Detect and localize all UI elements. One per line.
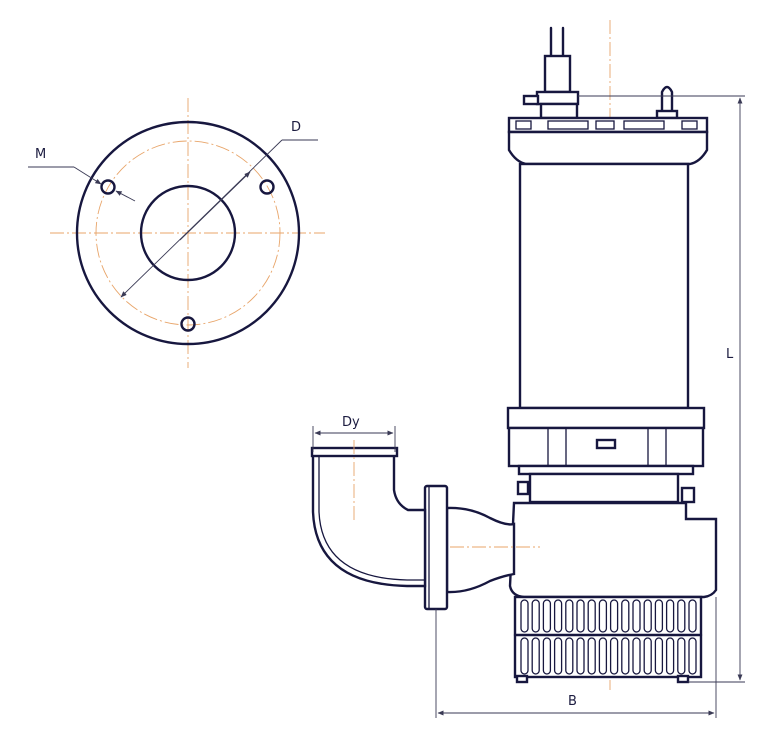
strainer-slot	[520, 637, 529, 675]
outlet-neck	[445, 506, 516, 594]
collar-bolts-ring	[517, 464, 695, 476]
strainer-basket	[513, 595, 703, 679]
label-b: B	[568, 694, 577, 709]
strainer-slot	[677, 637, 686, 675]
strainer-slot	[609, 599, 619, 633]
strainer-slot	[621, 599, 630, 633]
strainer-slot	[553, 637, 563, 675]
motor-housing	[518, 162, 690, 410]
strainer-slot	[654, 599, 664, 633]
m-leader-arrow	[73, 166, 102, 185]
mid-collar-top	[506, 406, 706, 430]
bolt-hole-right	[259, 179, 275, 195]
top-cover-flange	[507, 116, 709, 134]
strainer-slot	[688, 599, 697, 633]
foot-left	[515, 674, 529, 684]
strainer-slot	[565, 637, 574, 675]
pump-side-view	[310, 20, 718, 690]
strainer-slot	[609, 637, 619, 675]
flange-view: M D	[28, 98, 325, 368]
cover-slot-5	[681, 120, 698, 130]
seal-chamber	[528, 472, 680, 504]
strainer-slot	[643, 599, 652, 633]
strainer-slot	[576, 599, 585, 633]
strainer-slot	[688, 637, 697, 675]
strainer-slot	[576, 637, 585, 675]
strainer-slot	[665, 637, 675, 675]
strainer-slot	[520, 599, 529, 633]
flange-bore	[139, 184, 237, 282]
strainer-slot	[632, 599, 641, 633]
pump-casing	[508, 501, 718, 599]
d-dimension-arrow-2	[179, 171, 251, 241]
cover-slot-4	[623, 120, 665, 130]
elbow-inner-wall	[318, 457, 425, 581]
cable-clamp-screw	[522, 94, 540, 106]
strainer-slot	[654, 637, 664, 675]
cable-entry-base	[539, 102, 579, 120]
strainer-slot	[621, 637, 630, 675]
foot-right	[676, 674, 690, 684]
cover-slot-3	[595, 120, 615, 130]
cover-slot-2	[547, 120, 589, 130]
strainer-slot	[531, 637, 540, 675]
strainer-slots	[520, 599, 697, 675]
flange-outer-circle	[75, 120, 301, 346]
strainer-slot	[565, 599, 574, 633]
m-leader-arrow-2	[115, 190, 136, 202]
strainer-slot	[531, 599, 540, 633]
strainer-slot	[598, 637, 608, 675]
strainer-slot	[677, 599, 686, 633]
lifting-eye	[660, 85, 674, 120]
label-d: D	[291, 120, 301, 135]
outlet-flange	[423, 484, 449, 611]
strainer-slot	[632, 637, 641, 675]
collar-plate	[595, 438, 617, 450]
strainer-slot	[598, 599, 608, 633]
strainer-slot	[665, 599, 675, 633]
strainer-slot	[553, 599, 563, 633]
strainer-slot	[587, 637, 596, 675]
cover-slot-1	[515, 120, 532, 130]
dimensions: Dy L B	[312, 95, 745, 718]
strainer-slot	[542, 637, 552, 675]
cable-gland-nut	[535, 90, 580, 106]
label-l: L	[726, 347, 734, 362]
cable-gland	[543, 54, 572, 94]
elbow-pipe	[311, 450, 427, 588]
bolt-hole-left	[100, 179, 116, 195]
seal-bolt-right	[680, 486, 696, 504]
label-dy: Dy	[342, 415, 360, 430]
bolt-circle	[95, 140, 281, 326]
strainer-slot	[587, 599, 596, 633]
bolt-hole-bottom	[180, 316, 196, 332]
elbow-top-lip	[310, 446, 399, 458]
strainer-slot	[542, 599, 552, 633]
label-m: M	[35, 147, 46, 162]
strainer-slot	[643, 637, 652, 675]
seal-bolt-left	[516, 480, 530, 496]
top-cover-body	[507, 130, 709, 166]
